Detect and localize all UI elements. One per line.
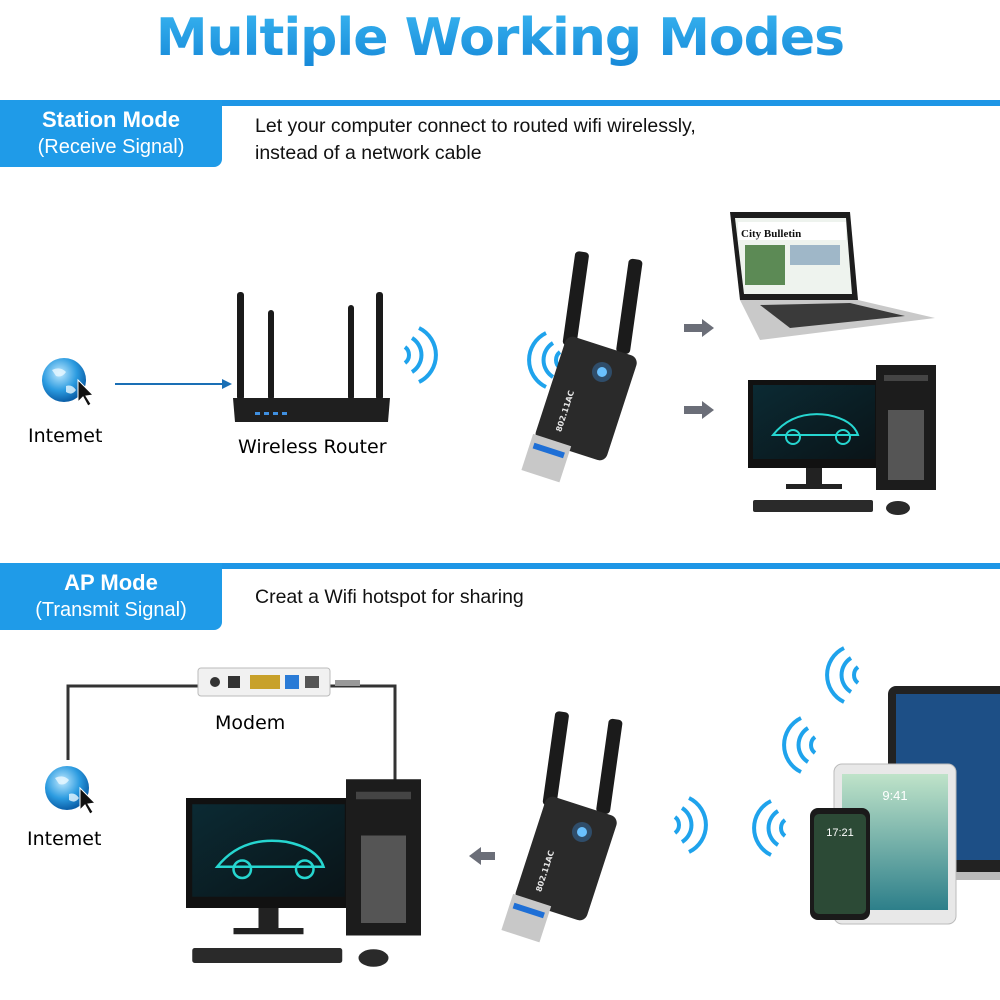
ap-description: Creat a Wifi hotspot for sharing [255,586,524,608]
laptop: City Bulletin [730,212,935,340]
station-internet-label: Intemet [28,425,102,447]
iphone: 17:21 [810,808,870,920]
wifi-wave-icon [673,796,708,854]
cursor-icon [79,786,97,815]
ap-mode-title: AP Mode [64,570,158,595]
arrow-right-icon [684,401,714,419]
cable [66,680,397,780]
desktop-computer [747,364,937,516]
modem [197,667,331,697]
wifi-wave-icon [403,326,438,384]
section-divider [0,100,1000,106]
wifi-wave-icon [782,716,817,774]
ap-mode-subtitle: (Transmit Signal) [35,599,187,621]
ap-internet-label: Intemet [27,828,101,850]
tablet-time: 9:41 [882,788,907,803]
wifi-wave-icon [825,646,860,704]
station-mode-subtitle: (Receive Signal) [37,136,185,158]
station-desc-line1: Let your computer connect to routed wifi… [255,115,696,137]
modem-label: Modem [215,712,285,734]
ap-mode-tab: AP Mode (Transmit Signal) [0,563,222,630]
section-divider [0,563,1000,569]
arrow-right-icon [684,319,714,337]
station-desc-line2: instead of a network cable [255,142,482,164]
internet-globe-icon [42,358,86,402]
wifi-wave-icon [752,799,787,857]
station-mode-tab: Station Mode (Receive Signal) [0,100,222,167]
page-title: Multiple Working Modes [0,8,1000,68]
arrow-right-icon [115,379,232,389]
usb-wifi-adapter: 802.11AC [501,710,623,943]
router-label: Wireless Router [238,436,387,458]
internet-globe-icon [45,766,89,810]
laptop-screen-text: City Bulletin [741,228,801,240]
station-mode-title: Station Mode [41,107,181,132]
desktop-computer [184,778,423,968]
station-description: Let your computer connect to routed wifi… [255,113,696,167]
phone-time: 17:21 [826,827,854,839]
usb-wifi-adapter: 802.11AC [521,250,643,483]
cursor-icon [77,378,95,407]
arrow-left-icon [469,847,495,865]
wireless-router [233,292,390,422]
